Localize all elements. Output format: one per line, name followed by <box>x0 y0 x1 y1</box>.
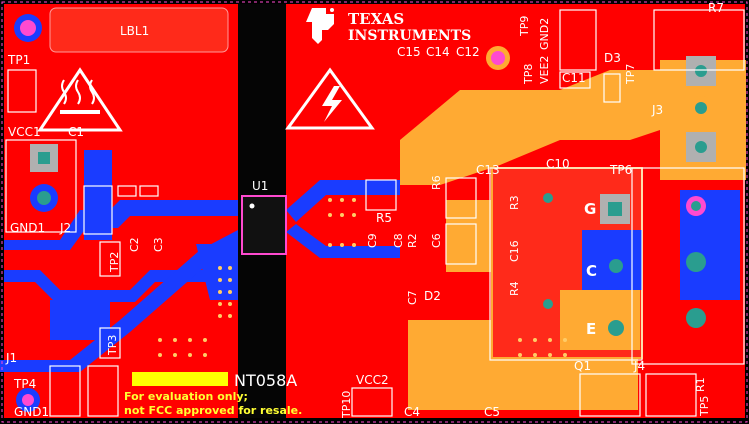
designator-j1: J1 <box>5 351 17 365</box>
designator-c8: C8 <box>392 233 405 248</box>
designator-d3: D3 <box>604 51 621 65</box>
designator-c4: C4 <box>404 405 420 419</box>
logo-text-texas: TEXAS <box>348 10 404 28</box>
designator-q1: Q1 <box>574 359 591 373</box>
designator-tp7: TP7 <box>624 64 637 85</box>
logo-text-instruments: INSTRUMENTS <box>348 28 471 44</box>
designator-vee2: VEE2 <box>538 56 551 84</box>
designator-c9: C9 <box>366 233 379 248</box>
designator-gnd1-bottom: GND1 <box>14 405 49 419</box>
designator-j2: J2 <box>59 221 71 235</box>
part-number: NT058A <box>234 371 297 390</box>
e-pad <box>608 320 624 336</box>
designator-tp8: TP8 <box>522 64 535 85</box>
designator-vcc1: VCC1 <box>8 125 41 139</box>
designator-c13: C13 <box>476 163 500 177</box>
designator-c7: C7 <box>406 290 419 305</box>
bottom-trace-1 <box>4 200 238 250</box>
disclaimer-line-2: not FCC approved for resale. <box>124 404 302 417</box>
bottom-trace-gap <box>286 180 400 222</box>
hot-surface-warning-icon <box>37 67 123 132</box>
designator-c3: C3 <box>152 237 165 252</box>
designator-j4: J4 <box>633 359 645 373</box>
designator-u1: U1 <box>252 179 268 193</box>
part-number-highlight <box>132 372 228 386</box>
designator-gnd1-top: GND1 <box>10 221 45 235</box>
designator-r6: R6 <box>430 175 443 190</box>
ti-logo-icon <box>306 8 334 44</box>
designator-gnd2: GND2 <box>538 18 551 50</box>
designator-r3: R3 <box>508 195 521 210</box>
label-g: G <box>584 200 596 218</box>
label-box <box>49 7 229 53</box>
designator-c15: C15 <box>397 45 421 59</box>
label-c: C <box>586 262 597 280</box>
designator-j3: J3 <box>651 103 663 117</box>
label-lbl1: LBL1 <box>120 24 149 38</box>
designator-tp4: TP4 <box>13 377 36 391</box>
designator-r4: R4 <box>508 281 521 296</box>
designator-c10: C10 <box>546 157 570 171</box>
designator-tp6: TP6 <box>609 163 632 177</box>
designator-c1: C1 <box>68 125 84 139</box>
via-field-right <box>328 198 567 357</box>
label-e: E <box>586 320 596 338</box>
high-voltage-warning-icon <box>285 67 375 130</box>
pad-region-mid <box>400 70 660 185</box>
designator-tp10: TP10 <box>340 391 353 419</box>
designator-r5: R5 <box>376 211 392 225</box>
designator-vcc2: VCC2 <box>356 373 389 387</box>
via-field-left <box>158 266 232 357</box>
u1-package <box>241 195 287 255</box>
designator-d2: D2 <box>424 289 441 303</box>
designator-c12: C12 <box>456 45 480 59</box>
designator-c5: C5 <box>484 405 500 419</box>
designator-r2: R2 <box>406 233 419 248</box>
designator-c11: C11 <box>562 71 586 85</box>
designator-c14: C14 <box>426 45 450 59</box>
designator-tp2: TP2 <box>108 252 121 273</box>
designator-tp1: TP1 <box>7 53 30 67</box>
designator-tp3: TP3 <box>106 335 119 356</box>
designator-r1: R1 <box>694 377 707 392</box>
designator-r7: R7 <box>708 1 724 15</box>
disclaimer-line-1: For evaluation only; <box>124 390 248 403</box>
designator-c6: C6 <box>430 233 443 248</box>
designator-tp9: TP9 <box>518 16 531 37</box>
designator-c16: C16 <box>508 240 521 262</box>
designator-tp5: TP5 <box>698 396 711 417</box>
designator-c2: C2 <box>128 237 141 252</box>
silkscreen-outlines <box>5 9 745 417</box>
